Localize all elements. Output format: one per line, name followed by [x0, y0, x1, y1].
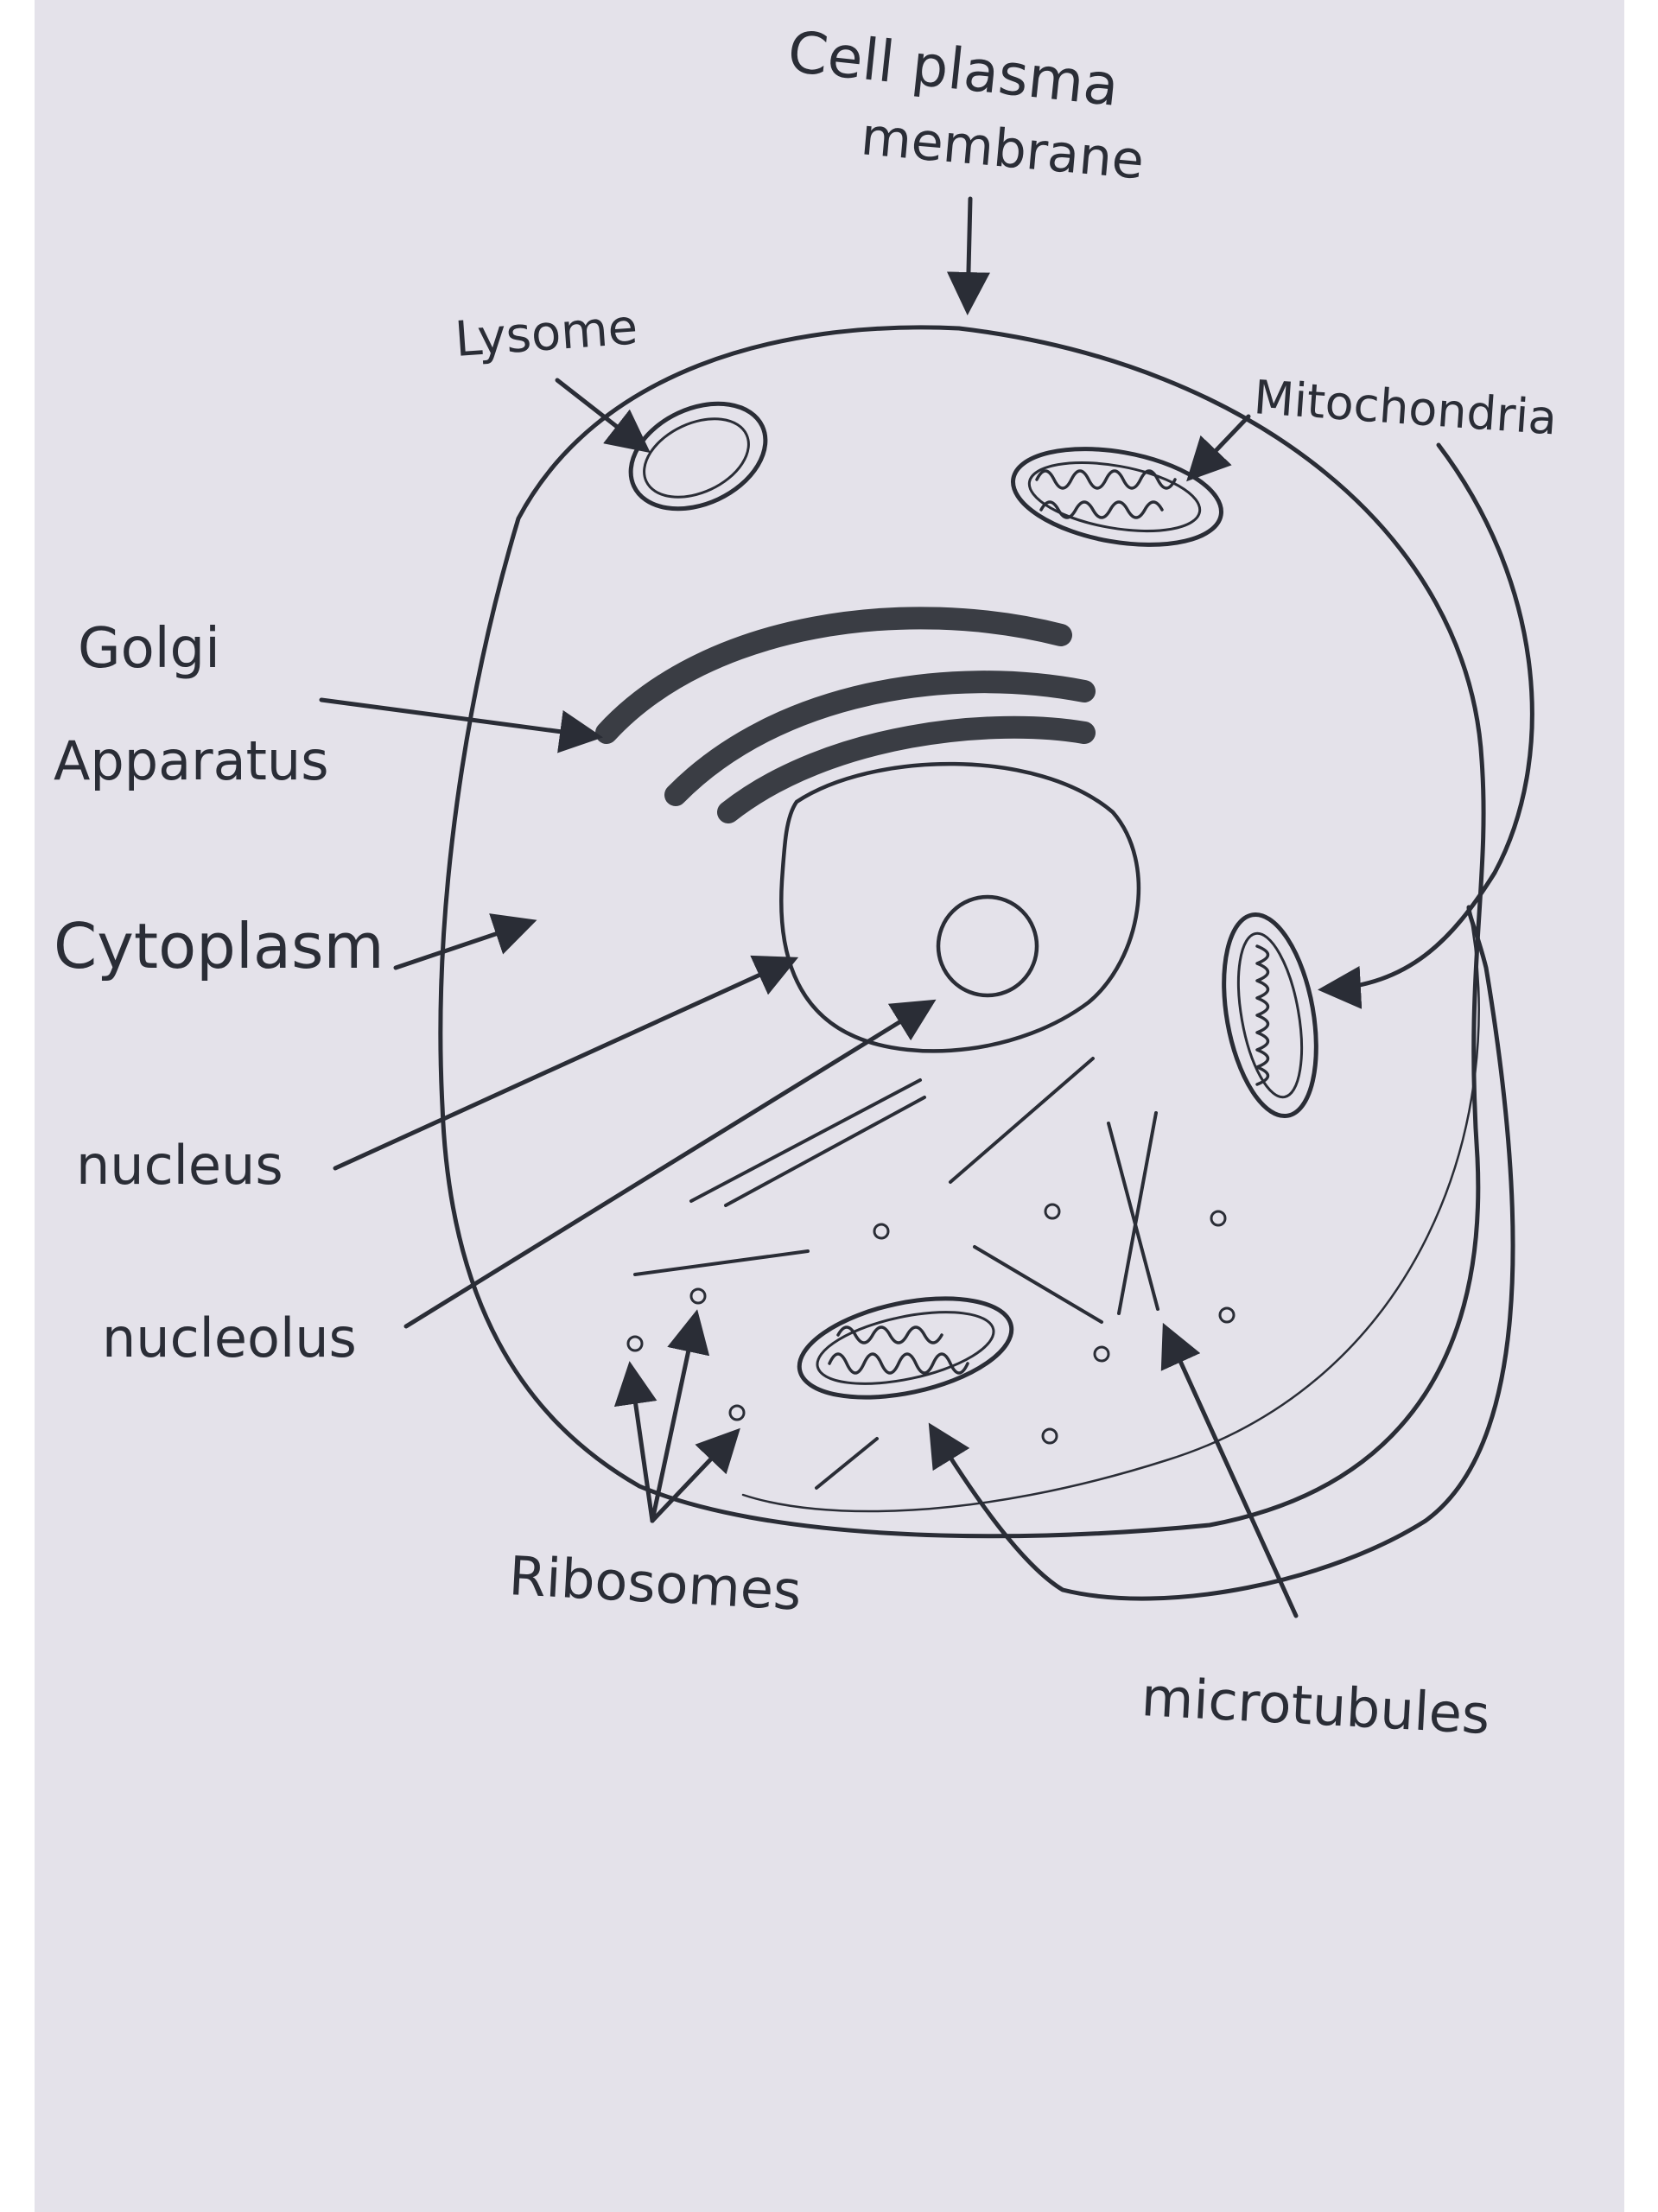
ribosomes-dots — [626, 1203, 1236, 1445]
nucleus-outline — [779, 761, 1141, 1053]
arrow-microtubule-1 — [1160, 1322, 1299, 1618]
label-cytoplasm: Cytoplasm — [54, 910, 384, 982]
inner-cell-contour — [741, 906, 1480, 1513]
arrow-ribosome-1 — [613, 1361, 657, 1523]
arrow-mitochondria-top — [1186, 414, 1251, 482]
arrow-microtubule-2 — [933, 905, 1515, 1601]
label-nucleolus: nucleolus — [102, 1306, 357, 1370]
label-lysome: Lysome — [453, 299, 639, 368]
nucleolus-circle — [936, 894, 1039, 998]
arrow-lysome — [555, 378, 651, 454]
labels: Cell plasma membrane Lysome Mitochondria… — [54, 18, 1559, 1746]
arrow-nucleolus — [403, 999, 937, 1329]
mitochondria-bottom — [797, 1296, 1014, 1400]
paper-background — [35, 0, 1624, 2212]
label-ribosomes: Ribosomes — [507, 1544, 803, 1623]
mitochondria-top — [1011, 447, 1223, 547]
microtubules-lines — [633, 1057, 1159, 1490]
arrow-ribosome-3 — [650, 1427, 740, 1523]
arrow-nucleus — [333, 955, 799, 1171]
cell-membrane-outline — [438, 325, 1486, 1539]
arrow-membrane — [946, 196, 990, 315]
label-golgi-line1: Golgi — [78, 617, 220, 681]
arrow-mitochondria-right — [1318, 442, 1534, 1009]
label-arrows — [319, 196, 1534, 1618]
label-membrane-line2: membrane — [859, 106, 1147, 191]
label-mitochondria: Mitochondria — [1252, 370, 1559, 445]
arrow-golgi — [319, 697, 603, 753]
label-membrane-line1: Cell plasma — [785, 18, 1121, 119]
arrow-ribosome-2 — [650, 1309, 710, 1523]
label-golgi-line2: Apparatus — [54, 729, 329, 792]
lysome-organelle — [628, 401, 768, 512]
arrow-cytoplasm — [393, 913, 537, 970]
label-microtubules: microtubules — [1140, 1665, 1491, 1746]
mitochondria-right — [1222, 912, 1318, 1119]
label-nucleus: nucleus — [76, 1134, 283, 1197]
golgi-apparatus — [595, 607, 1096, 823]
